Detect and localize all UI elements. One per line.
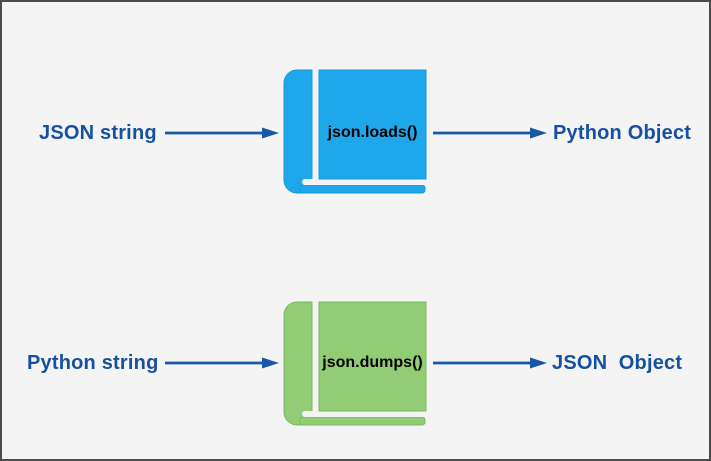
row2-arrow-left-icon	[165, 357, 279, 369]
row2-arrow-right-icon	[433, 357, 547, 369]
row1-source-label: JSON string	[39, 122, 157, 144]
row2-source-label: Python string	[27, 352, 159, 374]
row1-result-label: Python Object	[553, 122, 692, 144]
book-icon-dumps	[283, 301, 427, 426]
row2-function-label: json.dumps()	[322, 354, 423, 371]
row1-function-label: json.loads()	[327, 124, 418, 141]
row1-arrow-right-icon	[433, 127, 547, 139]
row1-arrow-left-icon	[165, 127, 279, 139]
book-icon-loads	[283, 69, 427, 194]
row2-result-label: JSON Object	[552, 352, 683, 374]
